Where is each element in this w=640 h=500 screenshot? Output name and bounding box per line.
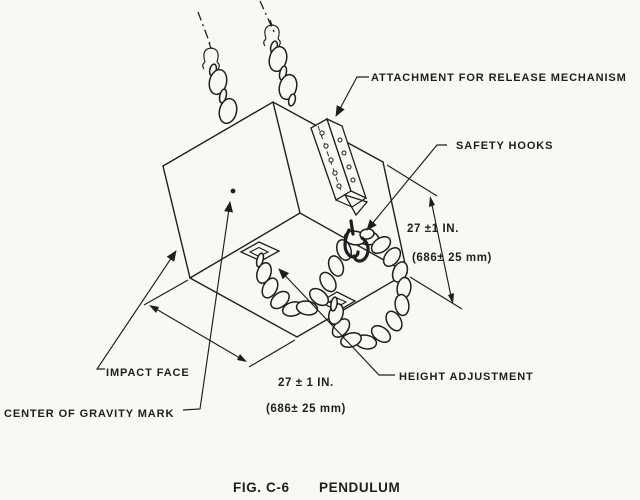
chain-icon bbox=[255, 230, 412, 350]
box-left-vertical-edge bbox=[162, 165, 191, 279]
dimension-bottom-imperial: 27 ± 1 IN. bbox=[278, 377, 334, 389]
label-impact-face: IMPACT FACE bbox=[106, 367, 190, 379]
safety-hooks-cluster bbox=[343, 219, 375, 263]
label-height-adjustment: HEIGHT ADJUSTMENT bbox=[399, 371, 534, 383]
dimension-right: 27 ±1 IN. (686± 25 mm) bbox=[386, 164, 492, 310]
label-attachment-release: ATTACHMENT FOR RELEASE MECHANISM bbox=[371, 72, 627, 84]
chain-icon bbox=[268, 40, 298, 107]
hook-icon bbox=[343, 228, 360, 259]
center-of-gravity-dot bbox=[230, 188, 236, 194]
dimension-right-imperial: 27 ±1 IN. bbox=[407, 223, 459, 235]
arrow-marker bbox=[429, 196, 435, 207]
box-front-vertical-edge bbox=[272, 101, 301, 214]
suspension-line-right bbox=[259, 0, 275, 33]
hook-icon bbox=[202, 42, 220, 70]
hook-icon bbox=[352, 236, 370, 263]
box-right-vertical-edge bbox=[382, 161, 408, 274]
arrow-marker bbox=[448, 293, 454, 304]
safety-hooks-leader bbox=[366, 144, 447, 231]
release-bracket bbox=[310, 117, 369, 217]
arrow-marker bbox=[149, 305, 159, 313]
caption-number: FIG. C-6 bbox=[233, 480, 290, 495]
hook-icon bbox=[349, 219, 355, 236]
attachment-leader bbox=[335, 76, 369, 117]
dimension-right-metric: (686± 25 mm) bbox=[412, 252, 492, 264]
dimension-bottom: 27 ± 1 IN. (686± 25 mm) bbox=[143, 279, 346, 415]
dimension-bottom-metric: (686± 25 mm) bbox=[266, 403, 346, 415]
suspension-chains bbox=[197, 0, 298, 125]
figure-caption: FIG. C-6 PENDULUM bbox=[233, 480, 400, 495]
label-safety-hooks: SAFETY HOOKS bbox=[456, 140, 553, 152]
height-adjustment-leader bbox=[278, 268, 395, 376]
arrow-marker bbox=[237, 354, 247, 362]
center-of-gravity-leader bbox=[182, 201, 234, 411]
box-bottom-face-edges bbox=[189, 272, 408, 338]
leader-lines bbox=[95, 76, 447, 411]
caption-title: PENDULUM bbox=[319, 480, 400, 495]
impact-face-leader bbox=[95, 250, 177, 370]
suspension-line-left bbox=[197, 11, 213, 50]
box-lower-front-edges bbox=[189, 212, 408, 279]
chain-icon bbox=[208, 63, 238, 125]
label-center-of-gravity: CENTER OF GRAVITY MARK bbox=[4, 408, 174, 420]
left-chain-bracket bbox=[239, 241, 281, 262]
callout-labels: ATTACHMENT FOR RELEASE MECHANISM SAFETY … bbox=[4, 72, 627, 420]
